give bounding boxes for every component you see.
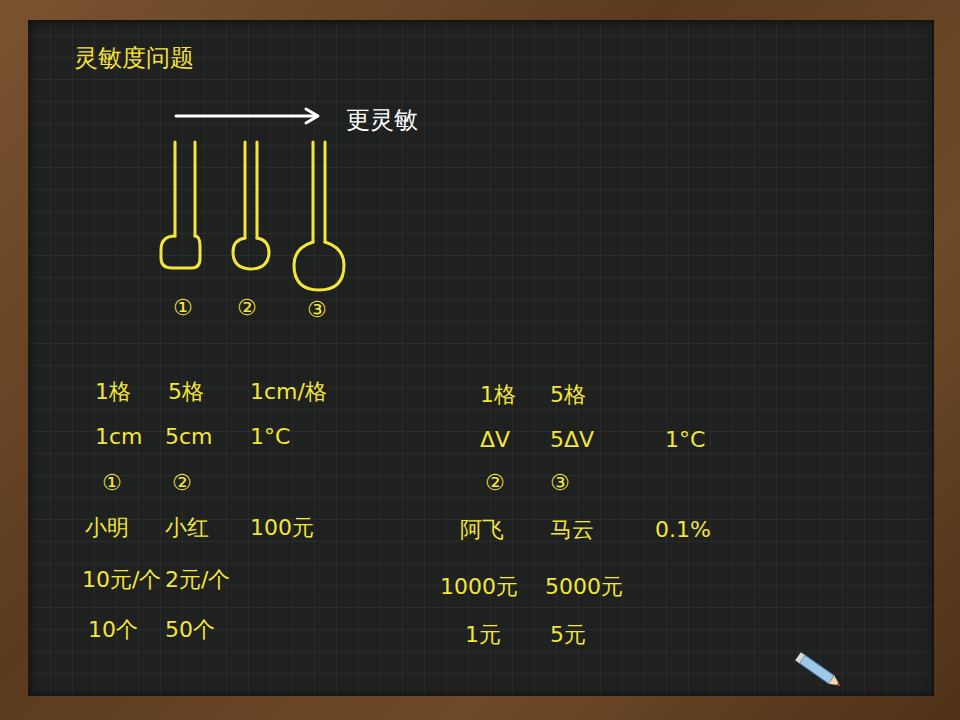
table-cell: 1cm (95, 424, 143, 450)
table-cell: 5ΔV (550, 427, 594, 453)
table-cell: 50个 (165, 617, 215, 643)
table-cell: ① (102, 470, 122, 496)
table-cell: 2元/个 (165, 567, 230, 593)
arrow-label: 更灵敏 (346, 106, 418, 135)
callout-number: ① (173, 295, 193, 321)
table-cell: 5格 (550, 382, 586, 408)
table-cell: 小红 (165, 515, 209, 541)
callout-number: ② (237, 295, 257, 321)
table-cell: ② (485, 470, 505, 496)
table-cell: 5元 (550, 622, 586, 648)
table-cell: 1格 (480, 382, 516, 408)
table-cell: ΔV (480, 427, 510, 453)
table-cell: 5000元 (545, 574, 623, 600)
table-cell: 1°C (250, 424, 290, 450)
table-cell: ② (172, 470, 192, 496)
table-cell: 小明 (85, 515, 129, 541)
table-cell: 0.1% (655, 517, 711, 543)
table-cell: 1000元 (440, 574, 518, 600)
pencil-icon (795, 652, 843, 689)
table-cell: 10元/个 (82, 567, 161, 593)
callout-number: ③ (307, 297, 327, 323)
table-cell: 1cm/格 (250, 379, 327, 405)
table-cell: 10个 (88, 617, 138, 643)
table-cell: 1元 (465, 622, 501, 648)
table-cell: 5格 (168, 379, 204, 405)
table-cell: ③ (550, 470, 570, 496)
table-cell: 5cm (165, 424, 213, 450)
title: 灵敏度问题 (74, 44, 194, 73)
table-cell: 马云 (550, 517, 594, 543)
table-cell: 1格 (95, 379, 131, 405)
table-cell: 100元 (250, 515, 314, 541)
table-cell: 阿飞 (460, 517, 504, 543)
table-cell: 1°C (665, 427, 705, 453)
